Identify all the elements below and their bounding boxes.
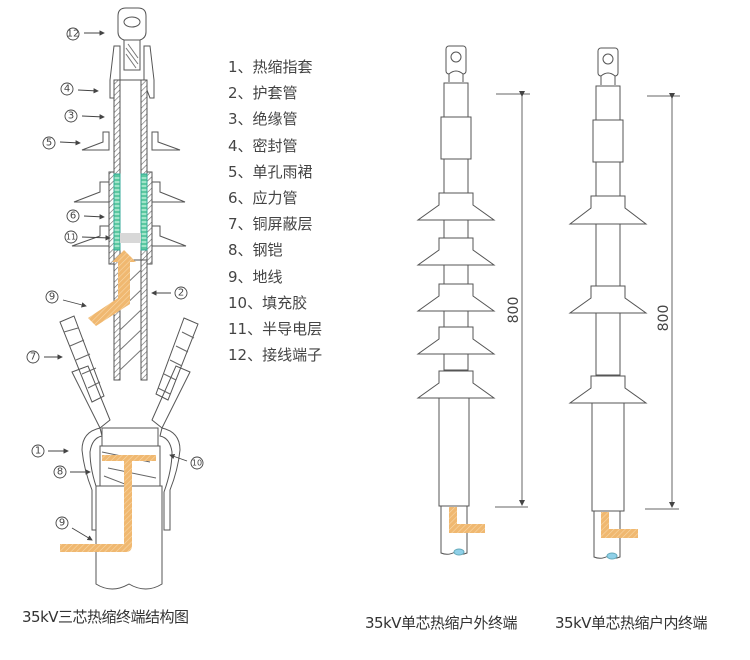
callout-5: 5 (46, 138, 52, 149)
callout-2: 2 (178, 288, 184, 299)
callout-numbers: 12 4 3 5 6 11 9 2 7 1 8 10 9 (30, 29, 202, 529)
ground-wire (449, 507, 485, 533)
copper-screen-left (59, 315, 105, 403)
ground-wire-upper (88, 250, 136, 326)
legend-item: 5、单孔雨裙 (228, 162, 313, 181)
rain-skirt-3 (568, 375, 648, 404)
callout-9-lower: 9 (59, 518, 65, 529)
callout-8: 8 (57, 467, 63, 478)
outdoor-termination-diagram (416, 45, 530, 556)
legend-item: 2、护套管 (228, 84, 298, 103)
stress-tube-left (113, 173, 121, 251)
callout-9-upper: 9 (49, 292, 55, 303)
callout-11: 11 (66, 233, 76, 242)
caption-outdoor: 35kV单芯热缩户外终端 (365, 614, 518, 632)
legend-item: 10、填充胶 (228, 293, 308, 312)
legend-item: 11、半导电层 (228, 319, 323, 338)
callout-4: 4 (64, 84, 70, 95)
rain-skirt-2 (568, 285, 648, 314)
callout-12: 12 (67, 29, 80, 40)
rain-skirt-1 (568, 195, 648, 225)
indoor-termination-diagram (568, 47, 680, 560)
terminal-lug (117, 7, 147, 71)
legend-item: 3、绝缘管 (228, 110, 298, 129)
rain-skirt-5 (416, 370, 496, 399)
three-core-termination-diagram (59, 7, 199, 590)
callout-6: 6 (70, 211, 76, 222)
rain-skirt-2 (73, 181, 186, 203)
callout-10: 10 (192, 459, 202, 468)
legend-item: 8、钢铠 (228, 241, 283, 260)
caption-indoor: 35kV单芯热缩户内终端 (555, 614, 708, 632)
rain-skirt-1 (81, 131, 181, 151)
semi-conductive-layer (120, 233, 141, 243)
dimension-line (645, 93, 680, 510)
legend-item: 6、应力管 (228, 188, 298, 207)
copper-screen-right (155, 317, 199, 401)
component-legend: 1、热缩指套 2、护套管 3、绝缘管 4、密封管 5、单孔雨裙 6、应力管 7、… (228, 54, 322, 368)
callout-3: 3 (68, 111, 74, 122)
outdoor-dimension-label: 800 (506, 297, 522, 324)
ground-wire (601, 512, 638, 538)
rain-skirt-1 (416, 192, 496, 221)
rain-skirt-2 (416, 237, 496, 266)
caption-three-core: 35kV三芯热缩终端结构图 (22, 608, 189, 626)
legend-item: 4、密封管 (228, 136, 298, 155)
stress-tube-right (140, 173, 148, 251)
filling-compound (101, 427, 159, 449)
legend-item: 12、接线端子 (228, 346, 323, 365)
rain-skirt-4 (416, 326, 496, 355)
rain-skirt-3 (71, 225, 187, 247)
rain-skirt-3 (416, 283, 496, 312)
indoor-dimension-label: 800 (656, 305, 672, 332)
callout-1: 1 (35, 446, 41, 457)
legend-item: 1、热缩指套 (228, 58, 313, 76)
ground-wire-lower (60, 455, 156, 552)
callout-7: 7 (30, 352, 36, 363)
legend-item: 7、铜屏蔽层 (228, 215, 313, 234)
dimension-line (495, 91, 530, 508)
callouts (26, 27, 204, 541)
legend-item: 9、地线 (228, 267, 283, 286)
